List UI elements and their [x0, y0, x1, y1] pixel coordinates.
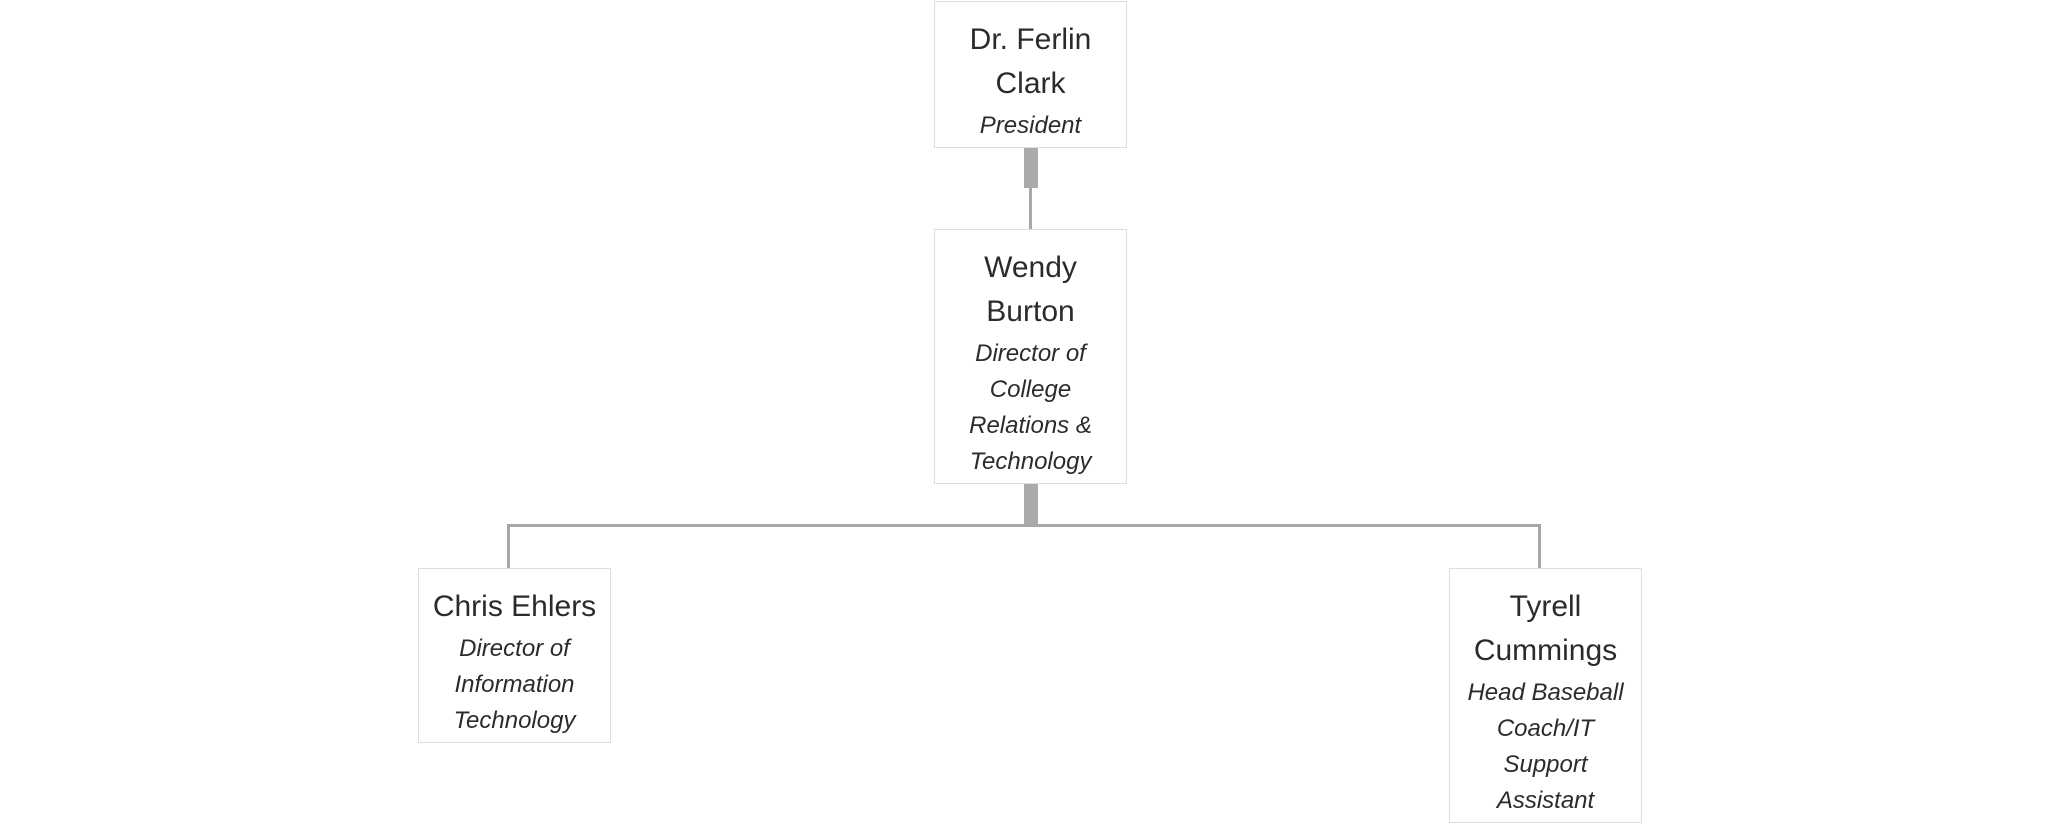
connector-to-tyrell	[1538, 524, 1541, 568]
node-coach-it: Tyrell Cummings Head Baseball Coach/IT S…	[1449, 568, 1642, 823]
connector-stub-president	[1024, 148, 1038, 188]
connector-president-to-wendy	[1029, 188, 1032, 230]
node-name: Dr. Ferlin Clark	[969, 23, 1092, 100]
connector-horizontal-bar	[507, 524, 1541, 527]
node-name: Wendy Burton	[984, 251, 1077, 328]
node-director-relations: Wendy Burton Director of College Relatio…	[934, 229, 1127, 484]
node-director-it: Chris Ehlers Director of Information Tec…	[418, 568, 611, 743]
node-title: President	[979, 112, 1082, 139]
node-title: Director of Information Technology	[453, 635, 576, 734]
node-president: Dr. Ferlin Clark President	[934, 1, 1127, 148]
node-title: Director of College Relations & Technolo…	[969, 340, 1092, 475]
node-name: Tyrell Cummings	[1473, 590, 1618, 667]
connector-to-chris	[507, 524, 510, 568]
node-name: Chris Ehlers	[432, 590, 597, 623]
connector-stub-wendy	[1024, 484, 1038, 526]
node-title: Head Baseball Coach/IT Support Assistant	[1467, 679, 1624, 814]
